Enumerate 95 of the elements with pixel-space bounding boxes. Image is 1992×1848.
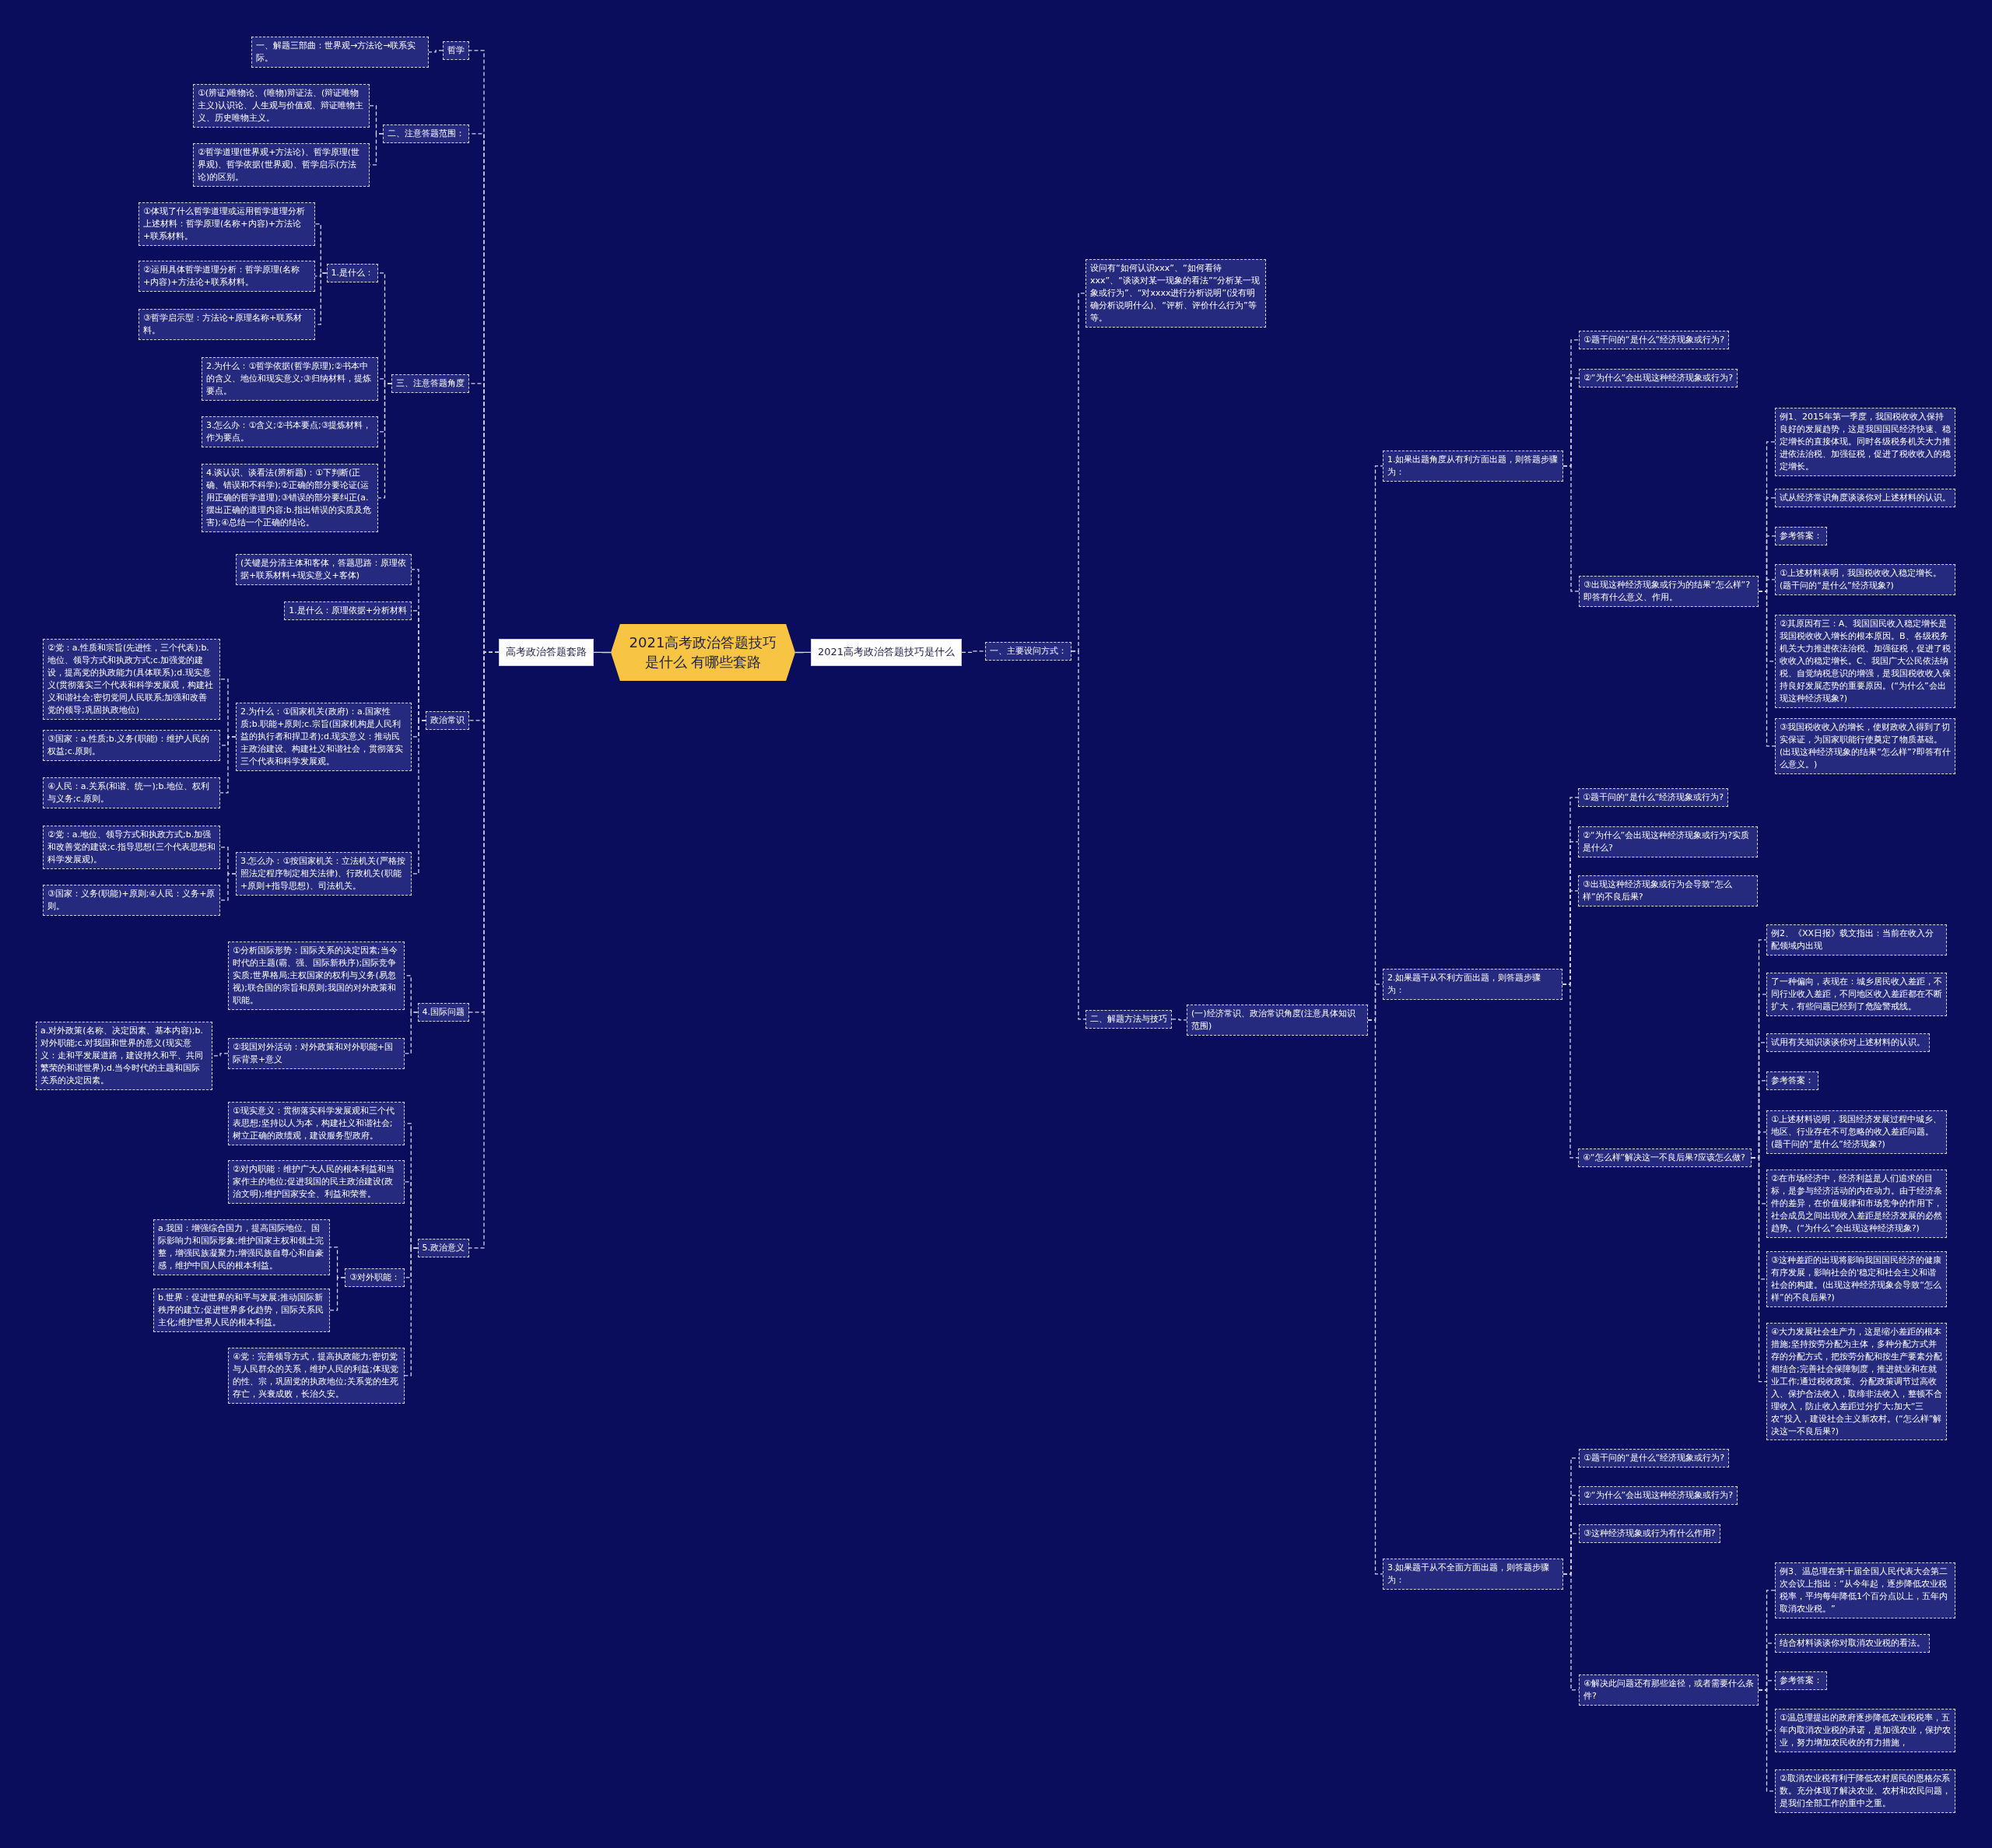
note-box: (一)经济常识、政治常识角度(注意具体知识范围) [1187, 1005, 1368, 1036]
note-box: 参考答案： [1775, 527, 1827, 545]
note-box: ②运用具体哲学道理分析：哲学原理(名称+内容)+方法论+联系材料。 [139, 261, 315, 292]
note-box: 参考答案： [1775, 1671, 1827, 1690]
note-box: ②在市场经济中，经济利益是人们追求的目标，是参与经济活动的内在动力。由于经济条件的差异，在价值规律和市场竞争的作用下，社会成员之间出现收入差距是经济发展的必然趋势。(“为什么”会出现这种经济现象?) [1766, 1169, 1947, 1238]
note-box: ④大力发展社会生产力，这是缩小差距的根本措施;坚持按劳分配为主体，多种分配方式并存的分配方式，把按劳分配和按生产要素分配相结合;完善社会保障制度，推进就业和在就业工作;通过税收政策、分配政策调节过高收入、保护合法收入，取缔非法收入，整顿不合理收入，防止收入差距过分扩大;加大“三农”投入，建设社会主义新农村。(“怎么样”解决这一不良后果?) [1766, 1323, 1947, 1441]
note-box: 1.是什么：原理依据+分析材料 [284, 601, 412, 620]
note-box: ④解决此问题还有那些途径，或者需要什么条件? [1579, 1674, 1759, 1706]
connector-line [377, 383, 392, 499]
note-box: 一、主要设问方式： [985, 642, 1071, 661]
note-box: 一、解题三部曲：世界观→方法论→联系实际。 [251, 37, 429, 68]
note-box: 2.为什么：①哲学依据(哲学原理);②书本中的含义、地位和现实意义;③归纳材料，提炼要点。 [202, 357, 378, 401]
connector-line [219, 873, 237, 901]
note-box: ③这种差距的出现将影响我国国民经济的健康有序发展，影响社会的'稳定和社会主义和谐社会的构建。(出现这种经济现象会导致“怎么样”的不良后果?) [1766, 1251, 1947, 1307]
note-box: ①题干问的“是什么”经济现象或行为? [1579, 331, 1730, 349]
connector-line [212, 1053, 229, 1057]
note-box: ③国家：a.性质;b.义务(职能)：维护人民的权益;c.原则。 [43, 730, 220, 761]
note-box: 三、注意答题角度 [391, 374, 469, 393]
note-box: ②哲学道理(世界观+方法论)、哲学原理(世界观)、哲学依据(世界观)、哲学启示(方法论)的区别。 [193, 143, 370, 187]
connector-line [219, 736, 237, 794]
note-box: ②对内职能：维护广大人民的根本利益和当家作主的地位;促进我国的民主政治建设(政治文明);维护国家安全、利益和荣誉。 [228, 1160, 405, 1204]
connector-line [1367, 1019, 1384, 1575]
note-box: ③对外职能： [345, 1268, 405, 1287]
note-box: 哲学 [443, 41, 469, 60]
connector-line [593, 651, 612, 654]
note-box: 3.怎么办：①含义;②书本要点;③提炼材料，作为要点。 [202, 416, 378, 447]
note-box: ②取消农业税有利于降低农村居民的恩格尔系数。充分体现了解决农业、农村和农民问题，是我们全部工作的重中之重。 [1775, 1769, 1955, 1813]
note-box: 例2、《XX日报》载文指出：当前在收入分配领域内出现 [1766, 924, 1947, 956]
note-box: 设问有“如何认识xxx”、“如何看待xxx”、“谈谈对某一现象的看法”“分析某一现象或行为”、“对xxxx进行分析说明”(没有明确分析说明什么)、“评析、评价什么行为”等等。 [1085, 259, 1266, 328]
note-box: a.对外政策(名称、决定因素、基本内容);b.对外职能;c.对我国和世界的意义(现实意义：走和平发展道路，建设持久和平、共同繁荣的和谐世界);d.当今时代的主题和国际关系的决定因素。 [36, 1022, 212, 1090]
note-box: 3.怎么办：①按国家机关：立法机关(严格按照法定程序制定相关法律)、行政机关(职能+原则+指导思想)、司法机关。 [236, 852, 412, 896]
note-box: ②我国对外活动：对外政策和对外职能+国际背景+意义 [228, 1038, 405, 1069]
note-box: 参考答案： [1766, 1071, 1818, 1090]
note-box: ①温总理提出的政府逐步降低农业税税率，五年内取消农业税的承诺，是加强农业，保护农业，努力增加农民收的有力措施， [1775, 1709, 1955, 1752]
note-box: ①(辨证)唯物论、(唯物)辩证法、(辩证唯物主义)认识论、人生观与价值观、辩证唯物主义、历史唯物主义。 [193, 84, 370, 128]
note-box: ③哲学启示型：方法论+原理名称+联系材料。 [139, 309, 315, 340]
note-box: ④人民：a.关系(和谐、统一);b.地位、权利与义务;c.原则。 [43, 777, 220, 808]
connector-line [1758, 591, 1776, 747]
note-box: ②“为什么”会出现这种经济现象或行为? [1579, 369, 1738, 387]
note-box: 1.如果出题角度从有利方面出题，则答题步骤为： [1383, 451, 1563, 482]
note-box: 1.是什么： [326, 264, 378, 282]
note-box: ②党：a.性质和宗旨(先进性，三个代表);b.地位、领导方式和执政方式;c.加强党的建设，提高党的执政能力(具体联系);d.现实意义(贯彻落实三个代表和科学发展观，构建社义和谐社会;密切党同人民联系;加强和改善党的领导;巩固执政地位) [43, 639, 220, 720]
note-box: ①体现了什么哲学道理或运用哲学道理分析上述材料：哲学原理(名称+内容)+方法论+联系材料。 [139, 202, 315, 246]
note-box: 2.如果题干从不利方面出题，则答题步骤为： [1383, 969, 1562, 1000]
connector-line [1562, 465, 1580, 592]
central-topic-hexagon: 2021高考政治答题技巧是什么 有哪些套路 [611, 624, 795, 681]
connector-line [961, 650, 986, 654]
connector-line [428, 50, 444, 53]
note-box: ①现实意义：贯彻落实科学发展观和三个代表思想;坚持以人为本，构建社义和谐社会;树立正确的政绩观，建设服务型政府。 [228, 1102, 405, 1145]
note-box: (关键是分清主体和客体，答题思路：原理依据+联系材料+现实意义+客体) [236, 554, 412, 585]
note-box: ③出现这种经济现象或行为的结果“怎么样”?即答有什么意义、作用。 [1579, 576, 1759, 607]
note-box: ④党：完善领导方式，提高执政能力;密切党与人民群众的关系，维护人民的利益;体现党的性、宗，巩固党的执政地位;关系党的生死存亡，兴衰成败，长治久安。 [228, 1348, 405, 1404]
note-box: 试用有关知识谈谈你对上述材料的认识。 [1766, 1033, 1930, 1052]
connector-line [1071, 650, 1086, 1020]
note-box: ③国家：义务(职能)+原则;④人民：义务+原则。 [43, 885, 220, 916]
note-box: ②“为什么”会出现这种经济现象或行为?实质是什么? [1578, 826, 1758, 857]
note-box: b.世界：促进世界的和平与发展;推动国际新秩序的建立;促进世界多化趋势，国际关系民主化;维护世界人民的根本利益。 [153, 1289, 330, 1332]
note-box: ③出现这种经济现象或行为会导致“怎么样”的不良后果? [1578, 875, 1758, 906]
topic-box: 2021高考政治答题技巧是什么 [811, 639, 963, 666]
connector-line [404, 1247, 419, 1376]
connector-line [1751, 1157, 1767, 1383]
note-box: 2.为什么：①国家机关(政府)：a.国家性质;b.职能+原则;c.宗旨(国家机构是人民利益的执行者和捍卫者);d.现实意义：推动民主政治建设、构建社义和谐社会，贯彻落实三个代表和科学发展观。 [236, 703, 412, 771]
note-box: 二、解题方法与技巧 [1085, 1010, 1172, 1029]
connector-line [468, 651, 500, 1249]
note-box: 结合材料谈谈你对取消农业税的看法。 [1775, 1634, 1930, 1653]
note-box: 4.谈认识、谈看法(辨析题)：①下判断(正确、错误和不科学);②正确的部分要论证(运用正确的哲学道理);③错误的部分要纠正(a.摆出正确的道理内容;b.指出错误的实质及危害);④总结一个正确的结论。 [202, 464, 378, 532]
note-box: 二、注意答题范围： [383, 124, 469, 143]
connector-line [1562, 984, 1579, 1159]
note-box: 5.政治意义 [417, 1239, 469, 1257]
note-box: ④“怎么样”解决这一不良后果?应该怎么做? [1578, 1148, 1752, 1167]
connector-line [1171, 1019, 1187, 1021]
note-box: 试从经济常识角度谈谈你对上述材料的认识。 [1775, 489, 1955, 507]
note-box: ①题干问的“是什么”经济现象或行为? [1579, 1449, 1730, 1468]
connector-line [794, 651, 812, 654]
connector-line [404, 1012, 419, 1054]
connector-line [1758, 1689, 1776, 1792]
note-box: ①题干问的“是什么”经济现象或行为? [1578, 788, 1729, 807]
note-box: 例1、2015年第一季度，我国税收收入保持良好的发展趋势，这是我国国民经济快速、稳定增长的直接体现。同时各级税务机关大力推进依法治税、加强征税，促进了税收收入的稳定增长。 [1775, 408, 1955, 476]
connector-line [411, 720, 426, 875]
note-box: ③我国税收收入的增长，使财政收入得到了切实保证，为国家职能行使奠定了物质基础。(出现这种经济现象的结果“怎么样”?即答有什么意义。) [1775, 718, 1955, 774]
connector-line [329, 1277, 345, 1311]
note-box: ③这种经济现象或行为有什么作用? [1579, 1524, 1720, 1543]
note-box: ①分析国际形势：国际关系的决定因素;当今时代的主题(霸、强、国际新秩序);国际竞争实质;世界格局;主权国家的权利与义务(易忽视);联合国的宗旨和原则;我国的对外政策和职能。 [228, 942, 405, 1010]
note-box: ②其原因有三：A、我国国民收入稳定增长是我国税收收入增长的根本原因。B、各级税务机关大力推进依法治税、加强征税，促进了税收收入的稳定增长。C、我国广大公民依法纳税、自觉纳税意识的增强，是我国税收收入保持良好发展态势的重要原因。(“为什么”会出现这种经济现象?) [1775, 615, 1955, 708]
note-box: 政治常识 [426, 711, 469, 730]
note-box: ①上述材料说明，我国经济发展过程中城乡、地区、行业存在不可忽略的收入差距问题。(题干问的“是什么”经济现象?) [1766, 1110, 1947, 1154]
note-box: 4.国际问题 [417, 1003, 469, 1022]
note-box: ②“为什么”会出现这种经济现象或行为? [1579, 1486, 1738, 1505]
note-box: ②党：a.地位、领导方式和执政方式;b.加强和改善党的建设;c.指导思想(三个代表思想和科学发展观)。 [43, 826, 220, 869]
note-box: 3.如果题干从不全面方面出题，则答题步骤为： [1383, 1559, 1563, 1590]
note-box: 例3、温总理在第十届全国人民代表大会第二次会议上指出：“从今年起，逐步降低农业税税率，平均每年降低1个百分点以上，五年内取消农业税。” [1775, 1562, 1955, 1618]
note-box: ①上述材料表明，我国税收收入稳定增长。(题干问的“是什么”经济现象?) [1775, 564, 1955, 595]
note-box: a.我国：增强综合国力，提高国际地位、国际影响力和国际形象;维护国家主权和领土完整，增强民族凝聚力;增强民族自尊心和自豪感，维护中国人民的根本利益。 [153, 1219, 330, 1275]
topic-box: 高考政治答题套路 [499, 639, 594, 666]
note-box: 了一种偏向，表现在：城乡居民收入差距，不同行业收入差距，不同地区收入差距都在不断扩大，有些问题已经到了危险警戒线。 [1766, 973, 1947, 1016]
